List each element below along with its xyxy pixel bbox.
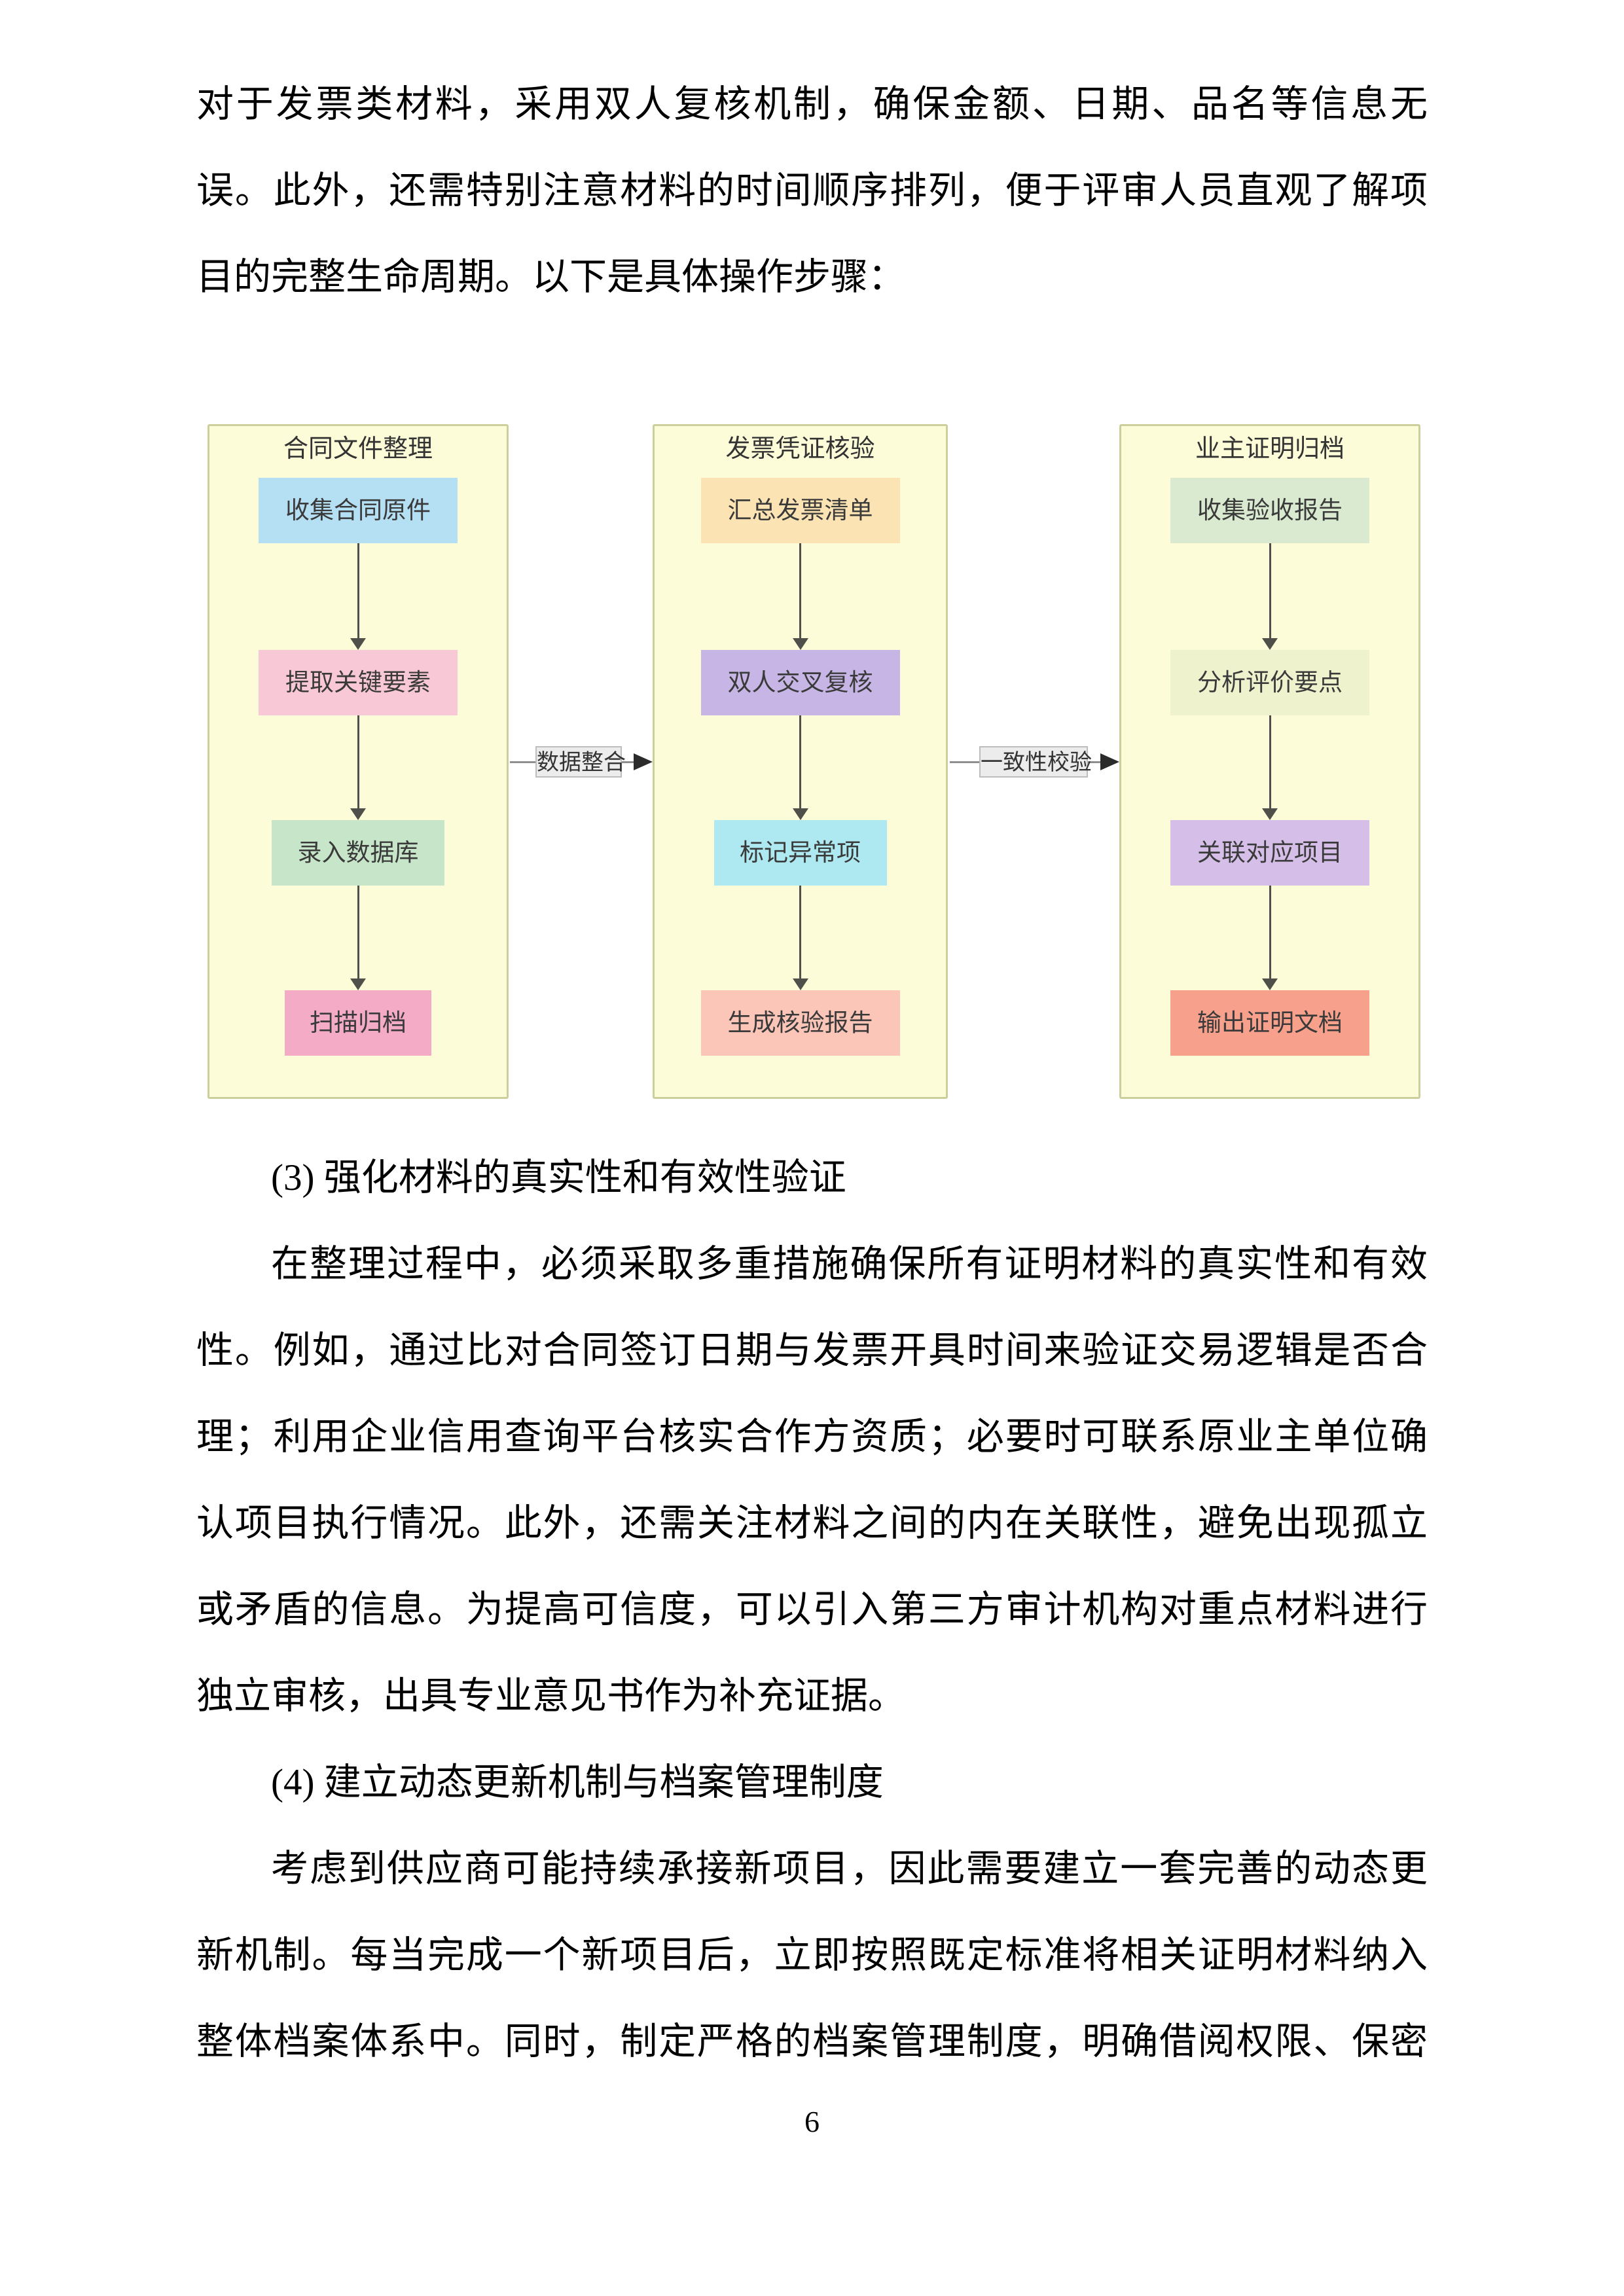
- connector-label-consistency-check: 一致性校验: [979, 746, 1092, 778]
- flowchart-panel-invoice-verification: 发票凭证核验 汇总发票清单双人交叉复核标记异常项生成核验报告: [653, 424, 948, 1099]
- text-line: 考虑到供应商可能持续承接新项目，因此需要建立一套完善的动态更: [271, 1848, 1428, 1890]
- connector-label-data-integration: 数据整合: [535, 746, 626, 778]
- flowchart-step: 分析评价要点: [1170, 650, 1369, 715]
- down-arrow-icon: [1261, 543, 1278, 650]
- down-arrow-icon: [1261, 886, 1278, 990]
- flowchart-step: 扫描归档: [285, 990, 431, 1056]
- text-line: 性。例如，通过比对合同签订日期与发票开具时间来验证交易逻辑是否合: [196, 1330, 1428, 1371]
- flowchart-step: 汇总发票清单: [700, 478, 900, 543]
- flowchart-step: 关联对应项目: [1170, 820, 1369, 886]
- right-arrowhead-icon: [1100, 753, 1119, 770]
- text-line: 认项目执行情况。此外，还需关注材料之间的内在关联性，避免出现孤立: [196, 1503, 1428, 1544]
- text-line: 理；利用企业信用查询平台核实合作方资质；必要时可联系原业主单位确: [196, 1416, 1428, 1458]
- flowchart-step: 标记异常项: [713, 820, 887, 886]
- text-line: 目的完整生命周期。以下是具体操作步骤：: [196, 257, 905, 298]
- text-line: 或矛盾的信息。为提高可信度，可以引入第三方审计机构对重点材料进行: [196, 1589, 1428, 1630]
- flowchart-step: 双人交叉复核: [700, 650, 900, 715]
- intro-paragraph: 对于发票类材料，采用双人复核机制，确保金额、日期、品名等信息无误。此外，还需特别…: [196, 62, 1428, 321]
- down-arrow-icon: [792, 886, 809, 990]
- text-line: 对于发票类材料，采用双人复核机制，确保金额、日期、品名等信息无: [196, 84, 1428, 125]
- page-number: 6: [804, 2105, 820, 2138]
- text-line: 在整理过程中，必须采取多重措施确保所有证明材料的真实性和有效: [271, 1244, 1428, 1285]
- flowchart-step: 录入数据库: [272, 820, 444, 886]
- panel-title: 业主证明归档: [1195, 435, 1344, 463]
- right-arrowhead-icon: [634, 753, 653, 770]
- flowchart-step: 提取关键要素: [259, 650, 458, 715]
- text-line: 独立审核，出具专业意见书作为补充证据。: [196, 1676, 905, 1717]
- text-line: 整体档案体系中。同时，制定严格的档案管理制度，明确借阅权限、保密: [196, 2021, 1428, 2062]
- flowchart-panel-contract-filing: 合同文件整理 收集合同原件提取关键要素录入数据库扫描归档: [208, 424, 509, 1099]
- body-paragraphs: (3) 强化材料的真实性和有效性验证在整理过程中，必须采取多重措施确保所有证明材…: [196, 1135, 1428, 2085]
- down-arrow-icon: [792, 543, 809, 650]
- down-arrow-icon: [1261, 715, 1278, 820]
- down-arrow-icon: [792, 715, 809, 820]
- text-line: (4) 建立动态更新机制与档案管理制度: [271, 1762, 884, 1803]
- down-arrow-icon: [350, 543, 367, 650]
- flowchart-step: 输出证明文档: [1170, 990, 1369, 1056]
- panel-title: 合同文件整理: [283, 435, 433, 463]
- flowchart-step: 收集验收报告: [1170, 478, 1369, 543]
- flowchart-step: 收集合同原件: [259, 478, 458, 543]
- flowchart-step: 生成核验报告: [700, 990, 900, 1056]
- text-line: (3) 强化材料的真实性和有效性验证: [271, 1157, 846, 1198]
- panel-title: 发票凭证核验: [725, 435, 875, 463]
- down-arrow-icon: [350, 715, 367, 820]
- text-line: 新机制。每当完成一个新项目后，立即按照既定标准将相关证明材料纳入: [196, 1935, 1428, 1976]
- text-line: 误。此外，还需特别注意材料的时间顺序排列，便于评审人员直观了解项: [196, 170, 1428, 211]
- down-arrow-icon: [350, 886, 367, 990]
- flowchart-panel-owner-certificate-archive: 业主证明归档 收集验收报告分析评价要点关联对应项目输出证明文档: [1119, 424, 1420, 1099]
